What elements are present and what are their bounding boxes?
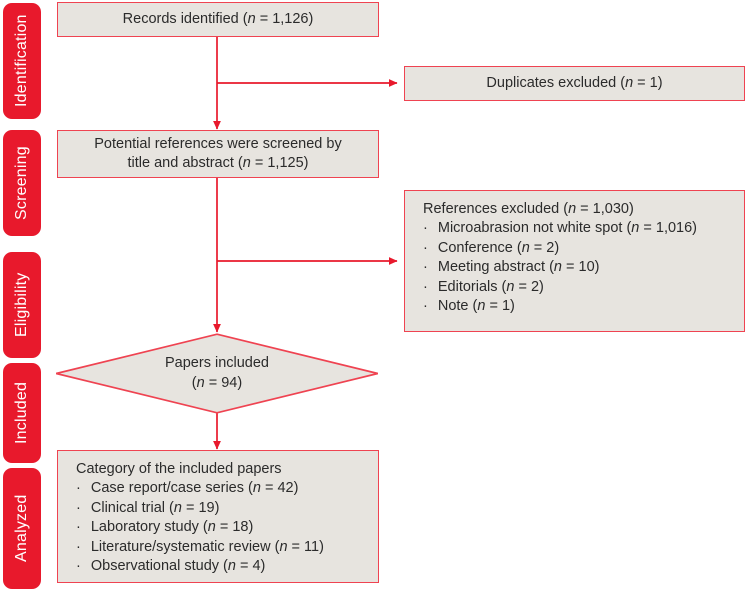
stage-tab-screening[interactable]: Screening [3, 130, 41, 236]
node-included-categories-heading: Category of the included papers [76, 461, 282, 477]
exclusion-reason-item: Meeting abstract (n = 10) [423, 258, 744, 277]
stage-tab-label: Included [13, 381, 30, 445]
node-papers-included: Papers included (n = 94) [55, 333, 379, 414]
diamond-shape [55, 333, 379, 414]
exclusion-reason-item: Editorials (n = 2) [423, 278, 744, 297]
stage-tab-eligibility[interactable]: Eligibility [3, 252, 41, 358]
exclusion-reason-item: Conference (n = 2) [423, 239, 744, 258]
stage-tab-label: Eligibility [13, 272, 30, 338]
stage-tab-identification[interactable]: Identification [3, 3, 41, 119]
stage-tab-included[interactable]: Included [3, 363, 41, 463]
category-item: Literature/systematic review (n = 11) [76, 538, 378, 557]
category-item: Observational study (n = 4) [76, 557, 378, 576]
category-item: Clinical trial (n = 19) [76, 499, 378, 518]
node-references-excluded-heading: References excluded (n = 1,030) [423, 201, 634, 217]
node-references-excluded: References excluded (n = 1,030) Microabr… [404, 190, 745, 332]
node-duplicates-excluded: Duplicates excluded (n = 1) [404, 66, 745, 101]
node-included-categories: Category of the included papers Case rep… [57, 450, 379, 583]
node-records-screened-line2: title and abstract (n = 1,125) [127, 155, 309, 171]
node-records-identified: Records identified (n = 1,126) [57, 2, 379, 37]
node-records-screened: Potential references were screened by ti… [57, 130, 379, 178]
stage-tab-label: Screening [13, 146, 30, 220]
exclusion-reason-item: Microabrasion not white spot (n = 1,016) [423, 219, 744, 238]
category-item: Laboratory study (n = 18) [76, 518, 378, 537]
node-records-identified-text: Records identified (n = 1,126) [122, 10, 314, 27]
node-records-screened-text: Potential references were screened by ti… [94, 135, 341, 174]
exclusion-reason-item: Note (n = 1) [423, 297, 744, 316]
stage-tab-analyzed[interactable]: Analyzed [3, 468, 41, 589]
stage-tab-label: Identification [13, 14, 30, 108]
stage-tab-label: Analyzed [13, 494, 30, 563]
node-duplicates-excluded-text: Duplicates excluded (n = 1) [486, 74, 663, 91]
category-item: Case report/case series (n = 42) [76, 479, 378, 498]
